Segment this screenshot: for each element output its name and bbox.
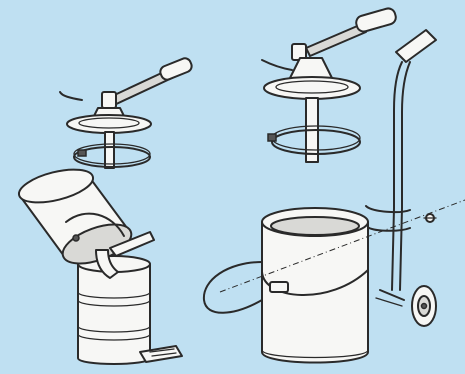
grease-pail — [262, 208, 368, 363]
trolley-frame — [366, 30, 436, 306]
left-hand-lever — [108, 57, 193, 106]
right-follower-plate — [264, 77, 360, 99]
right-pump-assembly — [204, 7, 465, 363]
right-hand-lever — [262, 7, 397, 70]
left-pump-assembly — [16, 57, 194, 364]
frame-bolt — [424, 214, 436, 222]
left-pump-tube — [105, 132, 114, 168]
trolley-wheel — [412, 286, 436, 326]
left-follower-plate — [67, 115, 151, 133]
